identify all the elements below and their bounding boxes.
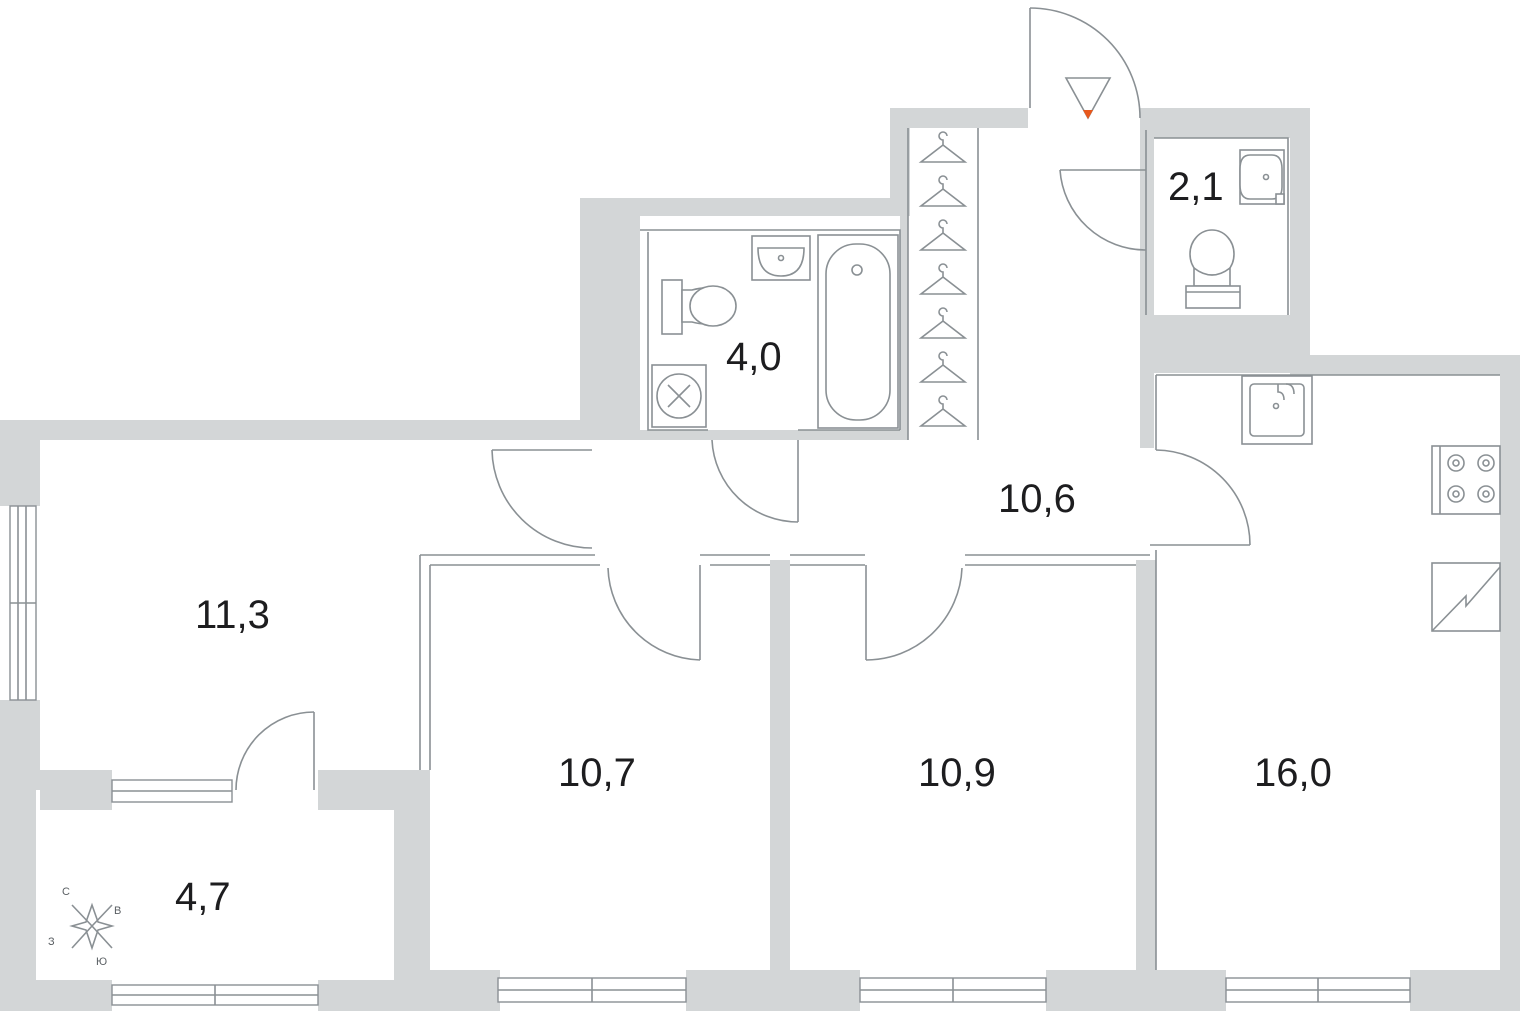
doors xyxy=(235,7,1251,791)
washing-machine-icon xyxy=(651,364,707,428)
window-balcony-bottom xyxy=(111,984,319,1006)
electrical-panel-icon xyxy=(1431,562,1501,632)
sink-icon xyxy=(751,235,811,281)
door-bedroom-1 xyxy=(607,565,701,661)
door-entrance xyxy=(1029,7,1141,119)
toilet-icon xyxy=(661,279,737,335)
sink-icon xyxy=(1239,149,1285,205)
compass-south-label: Ю xyxy=(96,956,107,968)
balcony-area: 4,7 xyxy=(175,875,231,919)
sink-icon xyxy=(1241,375,1313,445)
door-bedroom-2 xyxy=(865,565,963,661)
door-kitchen xyxy=(1150,449,1251,546)
partitions xyxy=(419,128,1500,970)
stove-icon xyxy=(1431,445,1501,515)
window-bedroom-2 xyxy=(859,977,1047,1003)
bedroom-1-area: 10,7 xyxy=(558,751,636,795)
door-balcony xyxy=(235,711,315,791)
window-balcony-door xyxy=(111,779,233,803)
compass-icon: С В Ю З xyxy=(48,886,121,968)
door-bathroom xyxy=(711,439,799,523)
compass-west-label: З xyxy=(48,936,55,948)
walls xyxy=(0,108,1520,1011)
windows xyxy=(9,505,1411,1006)
bathtub-icon xyxy=(817,234,899,429)
compass-east-label: В xyxy=(114,905,121,917)
kitchen-area: 16,0 xyxy=(1254,751,1332,795)
toilet-area: 2,1 xyxy=(1168,165,1224,209)
hallway-area: 10,6 xyxy=(998,477,1076,521)
wardrobe-hanger-icon xyxy=(918,131,968,427)
toilet-icon xyxy=(1185,229,1241,309)
bedroom-2-area: 10,9 xyxy=(918,751,996,795)
door-living-room xyxy=(491,449,593,549)
window-bedroom-1 xyxy=(497,977,687,1003)
window-living-room-left xyxy=(9,505,37,701)
entrance-marker-icon xyxy=(1064,77,1112,120)
door-toilet xyxy=(1059,169,1147,251)
living-room-area: 11,3 xyxy=(195,593,270,637)
window-kitchen xyxy=(1225,977,1411,1003)
compass-north-label: С xyxy=(62,886,70,898)
bathroom-area: 4,0 xyxy=(726,335,782,379)
